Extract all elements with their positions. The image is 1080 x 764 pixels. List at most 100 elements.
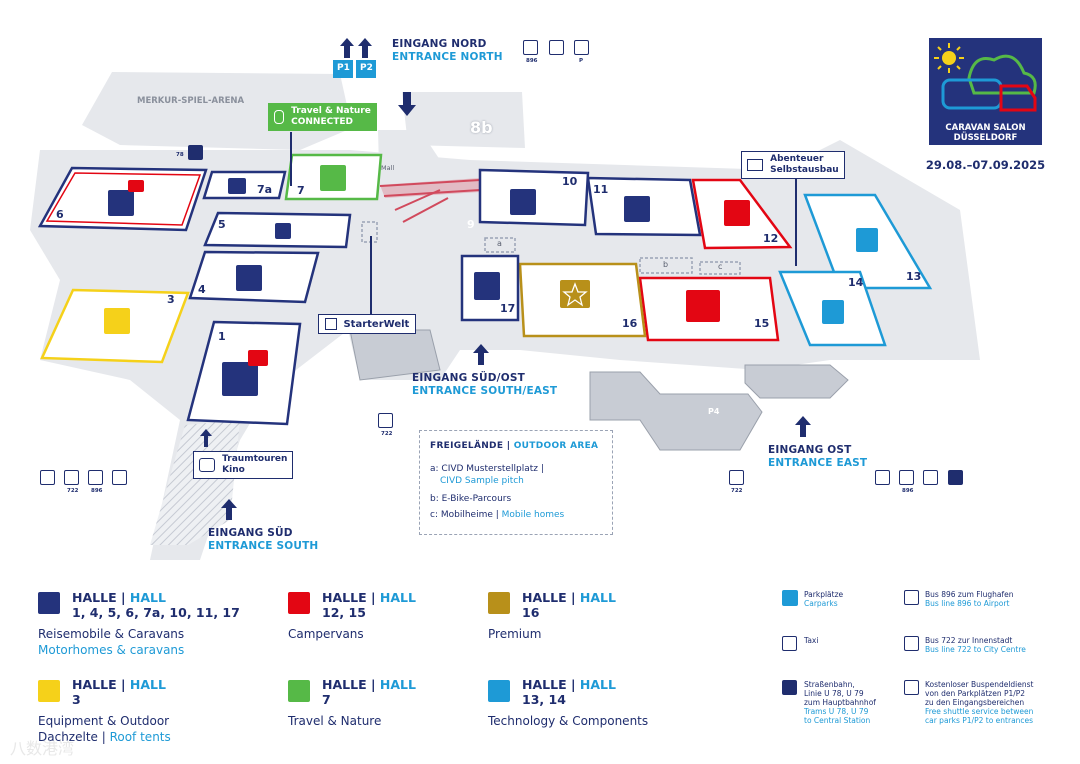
bus-icon — [523, 40, 538, 55]
shuttle-legend-icon — [904, 680, 919, 695]
tram-icon — [948, 470, 963, 485]
traumtouren-line2: Kino — [222, 465, 245, 475]
legend-premium-head: HALLE | HALL 16 — [522, 590, 616, 620]
bus-icon — [88, 470, 103, 485]
park-ride-icon — [875, 470, 890, 485]
parking-p2-badge — [356, 60, 376, 78]
parking-p1-badge — [333, 60, 353, 78]
caravan-salon-logo — [929, 38, 1042, 145]
hall-16-label[interactable]: 16 — [622, 317, 638, 330]
hall-11-label[interactable]: 11 — [593, 183, 609, 196]
entrance-south-east-de: EINGANG SÜD/OST — [412, 372, 525, 384]
motorhome-legend-icon — [38, 592, 60, 614]
hall-5-label[interactable]: 5 — [218, 218, 226, 231]
legend-travel-head: HALLE | HALL 7 — [322, 677, 416, 707]
hall-9-label: 9 — [467, 218, 475, 231]
outdoor-c-en: Mobile homes — [501, 510, 565, 520]
logo-title-line1: CARAVAN SALON — [945, 123, 1026, 133]
hall-4-label[interactable]: 4 — [198, 283, 206, 296]
travel-icon — [320, 165, 346, 191]
parking-p2-label: P2 — [360, 63, 373, 73]
entrance-east-en: ENTRANCE EAST — [768, 457, 868, 469]
travel-nature-sign[interactable]: Travel & Nature CONNECTED — [268, 103, 377, 131]
hall-12-label[interactable]: 12 — [763, 232, 779, 245]
abenteuer-sign[interactable]: Abenteuer Selbstausbau — [741, 151, 845, 179]
parking-p1-label: P1 — [337, 63, 350, 73]
outdoor-marker-a: a — [497, 239, 502, 248]
south-buildings — [349, 329, 849, 451]
taxi-icon — [112, 470, 127, 485]
starterwelt-label: StarterWelt — [343, 319, 410, 330]
hall-10-label[interactable]: 10 — [562, 175, 578, 188]
watermark: 八数港湾 — [10, 739, 75, 758]
taxi-icon — [549, 40, 564, 55]
premium-star-icon — [560, 280, 590, 308]
motorhome-icon — [222, 362, 258, 396]
p-label: P — [579, 58, 584, 64]
entrance-north-de: EINGANG NORD — [392, 38, 487, 50]
abenteuer-line1: Abenteuer — [770, 154, 824, 164]
entrance-north-en: ENTRANCE NORTH — [392, 51, 503, 63]
campervan-icon — [724, 200, 750, 226]
legend-campervans-head: HALLE | HALL 12, 15 — [322, 590, 416, 620]
star-icon — [562, 282, 588, 307]
hall-7-label[interactable]: 7 — [297, 184, 305, 197]
legend-technology-head: HALLE | HALL 13, 14 — [522, 677, 616, 707]
equipment-legend-icon — [38, 680, 60, 702]
motorhome-icon — [624, 196, 650, 222]
bus-722-label: 722 — [731, 488, 743, 494]
hall-14-label[interactable]: 14 — [848, 276, 864, 289]
hall-7a-label[interactable]: 7a — [257, 183, 273, 196]
hall-1-label[interactable]: 1 — [218, 330, 226, 343]
bus-icon — [64, 470, 79, 485]
traumtouren-sign[interactable]: Traumtouren Kino — [193, 451, 294, 479]
legend-motorhomes-halls: 1, 4, 5, 6, 7a, 10, 11, 17 — [72, 605, 240, 620]
premium-legend-icon — [488, 592, 510, 614]
entrance-east-de: EINGANG OST — [768, 444, 852, 456]
legend-travel-text: Travel & Nature — [288, 714, 382, 728]
bridges — [379, 178, 481, 223]
technology-icon — [822, 300, 844, 324]
hall-15-label[interactable]: 15 — [754, 317, 770, 330]
outdoor-a-en: CIVD Sample pitch — [440, 476, 524, 486]
motorhome-icon — [228, 178, 246, 194]
roof-tent-icon — [104, 308, 130, 334]
parking-legend-icon — [782, 590, 798, 606]
bus-722-legend-icon — [904, 636, 919, 651]
legend-campervans-text: Campervans — [288, 627, 364, 641]
outdoor-title-en: OUTDOOR AREA — [513, 441, 599, 451]
taxi-legend-icon — [782, 636, 797, 651]
park-ride-icon — [574, 40, 589, 55]
outdoor-a-de: a: CIVD Musterstellplatz — [430, 464, 538, 474]
tram-icon — [188, 145, 203, 160]
hall-6-label[interactable]: 6 — [56, 208, 64, 221]
drill-icon — [747, 159, 763, 171]
campervan-icon — [248, 350, 268, 366]
hall-3-label[interactable]: 3 — [167, 293, 175, 306]
signpost-icon — [325, 318, 337, 330]
motorhome-icon — [474, 272, 500, 300]
travel-nature-line1: Travel & Nature — [291, 106, 371, 116]
travel-legend-icon — [288, 680, 310, 702]
bus-722-label: 722 — [381, 431, 393, 437]
legend-motorhomes-head: HALLE | HALL 1, 4, 5, 6, 7a, 10, 11, 17 — [72, 590, 240, 620]
bus-896-label: 896 — [91, 488, 103, 494]
hall-17-label[interactable]: 17 — [500, 302, 516, 315]
starterwelt-sign[interactable]: StarterWelt — [318, 314, 417, 334]
campervan-legend-icon — [288, 592, 310, 614]
arena-label: MERKUR-SPIEL-ARENA — [137, 96, 245, 106]
outdoor-marker-b: b — [663, 260, 669, 269]
tram-legend-icon — [782, 680, 797, 695]
outdoor-b: b: E-Bike-Parcours — [430, 494, 512, 504]
bus-896-label: 896 — [902, 488, 914, 494]
entrance-south-de: EINGANG SÜD — [208, 527, 293, 539]
motorhome-icon — [510, 189, 536, 215]
logo-title-line2: DÜSSELDORF — [953, 133, 1018, 143]
hall-13-label[interactable]: 13 — [906, 270, 922, 283]
abenteuer-line2: Selbstausbau — [770, 165, 839, 175]
